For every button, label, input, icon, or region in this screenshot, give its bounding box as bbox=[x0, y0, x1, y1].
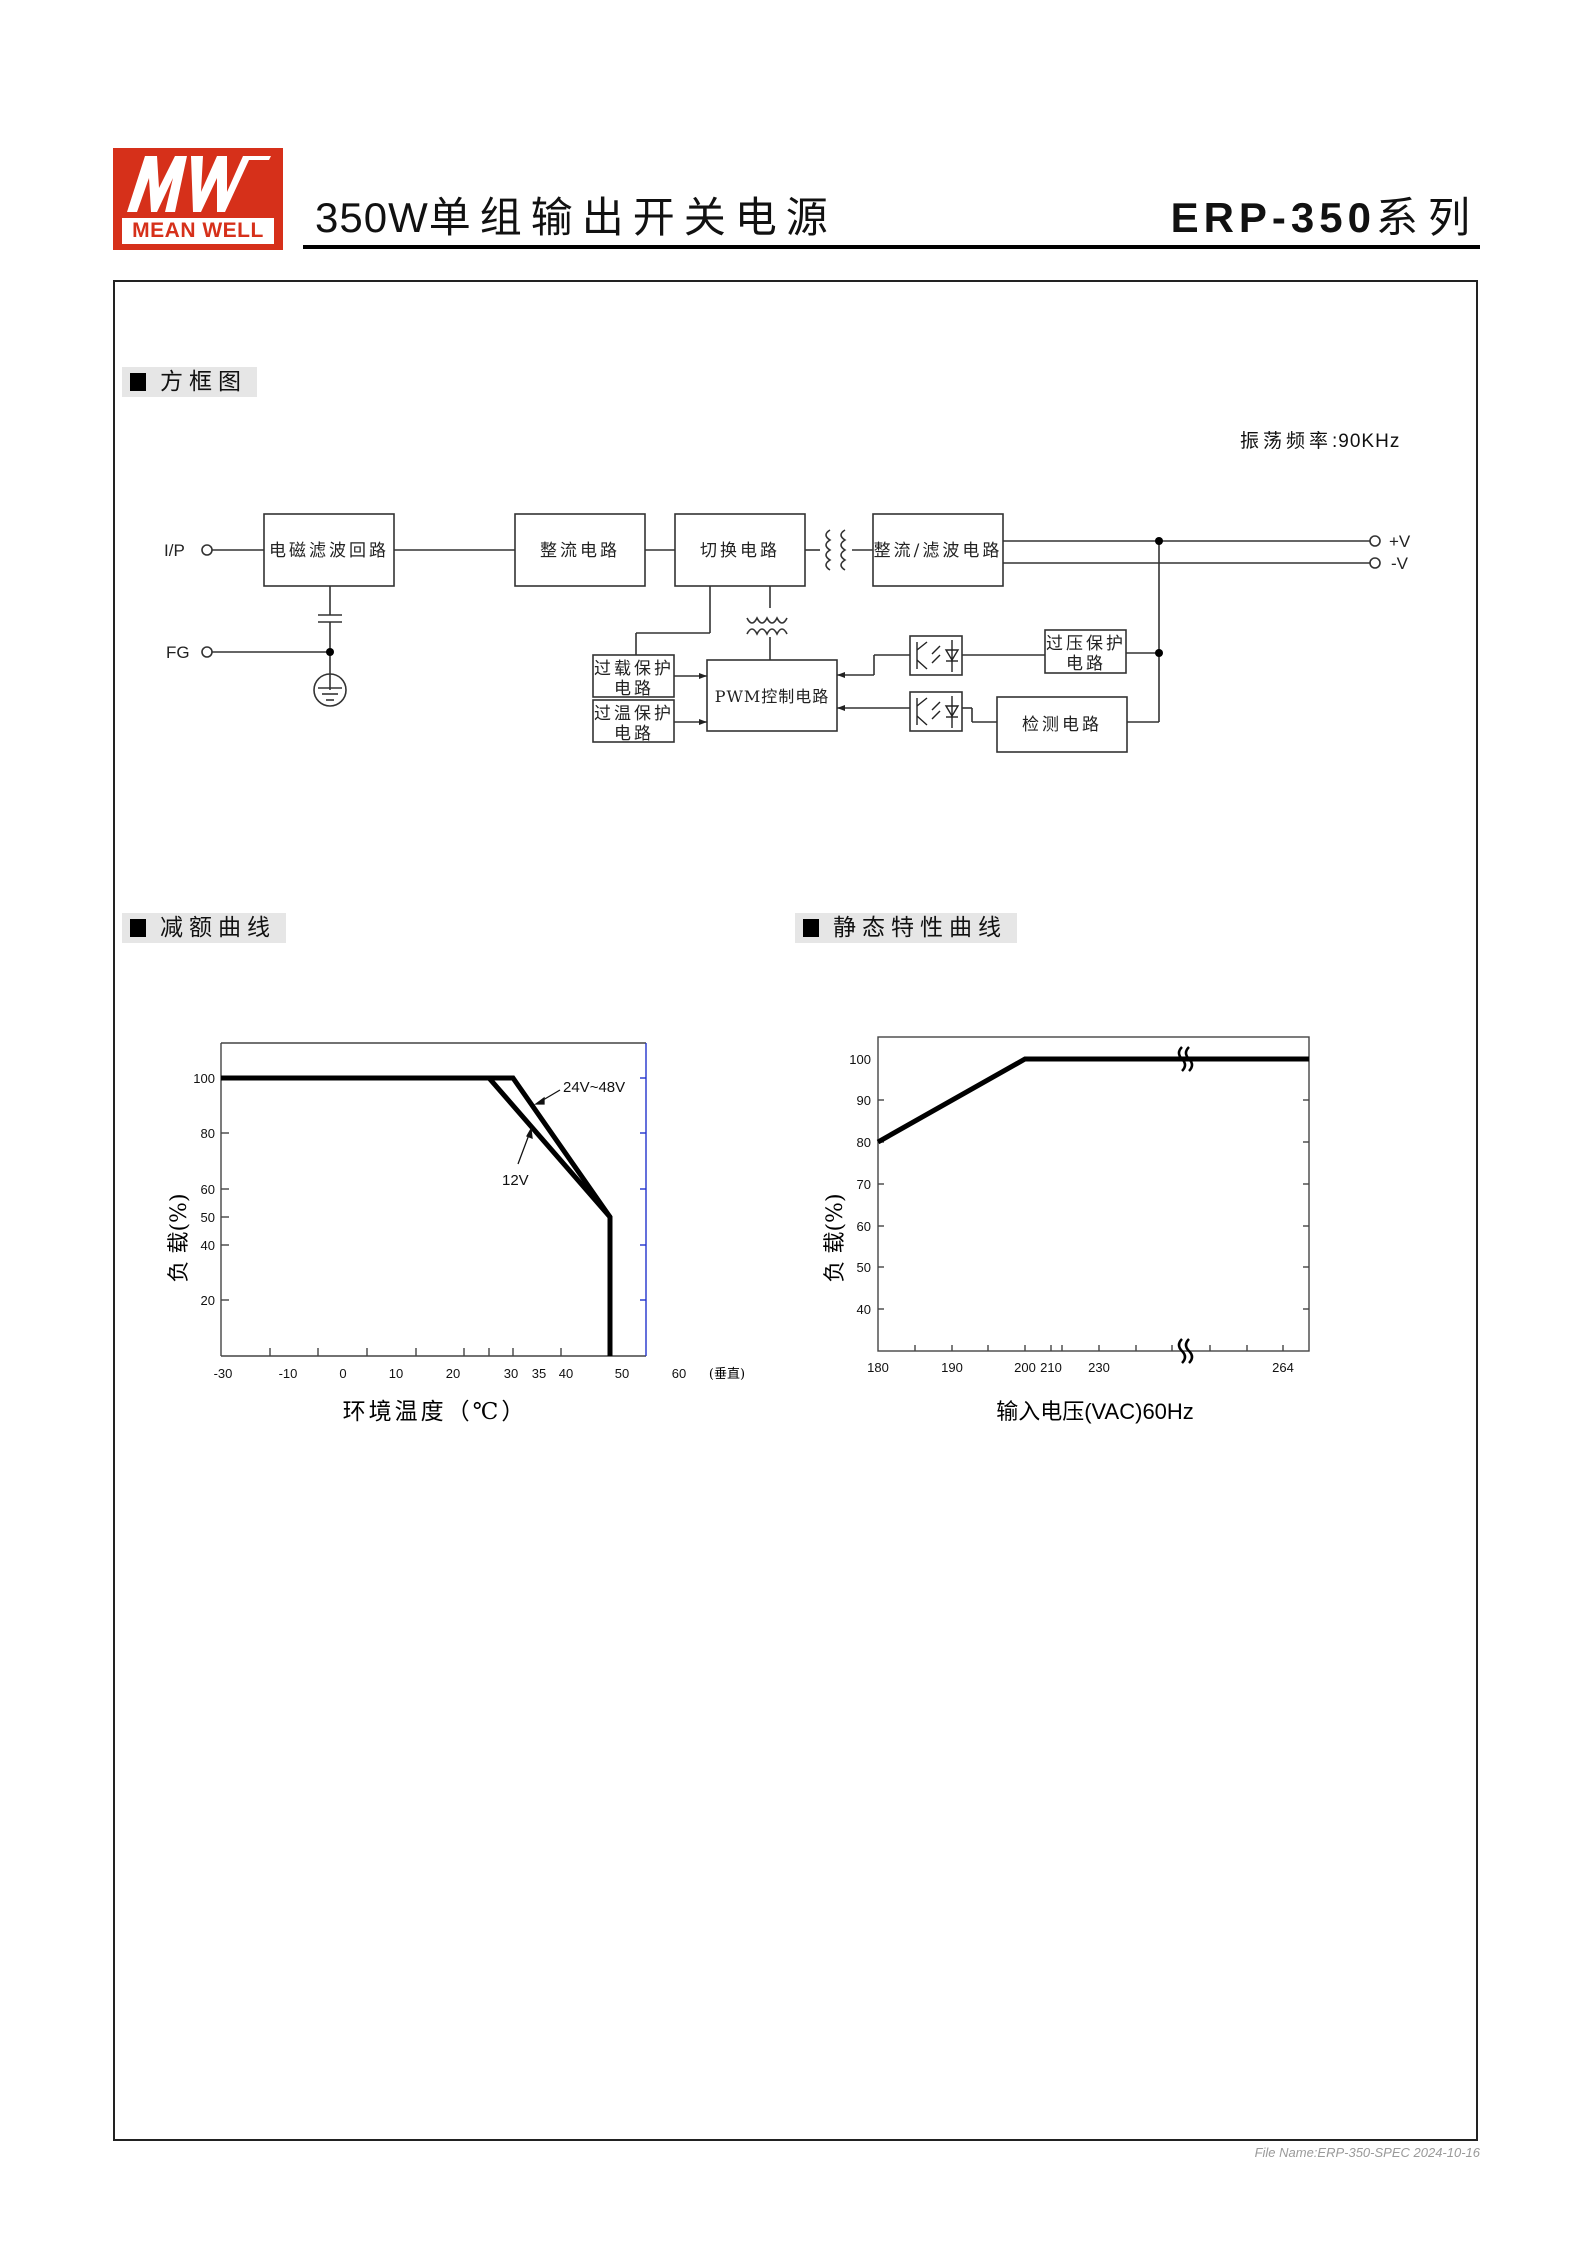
series-load-vs-input bbox=[876, 1056, 1309, 1145]
x-tick: 230 bbox=[1088, 1360, 1110, 1375]
frequency-label: 振荡频率 bbox=[1240, 430, 1333, 452]
y-tick: 100 bbox=[193, 1071, 215, 1086]
rect-filter-block: 整流/滤波电路 bbox=[874, 541, 1003, 561]
x-tick: 30 bbox=[504, 1366, 518, 1381]
model-name: ERP-350 bbox=[1170, 194, 1376, 241]
series-title: ERP-350系列 bbox=[1171, 193, 1480, 243]
section-static-characteristics: 静态特性曲线 bbox=[795, 913, 1017, 943]
x-tick: 264 bbox=[1272, 1360, 1294, 1375]
x-tick: 35 bbox=[532, 1366, 546, 1381]
y-tick: 40 bbox=[857, 1302, 871, 1317]
y-tick: 20 bbox=[201, 1293, 215, 1308]
title-power: 350W bbox=[315, 194, 429, 241]
x-tick: 60 bbox=[672, 1366, 686, 1381]
x-axis-note: (垂直) bbox=[709, 1367, 745, 1382]
detection-block: 检测电路 bbox=[1022, 715, 1102, 735]
footer-file-name: File Name:ERP-350-SPEC 2024-10-16 bbox=[1254, 2145, 1480, 2160]
series-12v bbox=[221, 1075, 612, 1219]
x-tick: -10 bbox=[279, 1366, 298, 1381]
header-rule bbox=[303, 245, 1480, 249]
x-tick: -30 bbox=[214, 1366, 233, 1381]
y-tick: 40 bbox=[201, 1238, 215, 1253]
y-tick: 80 bbox=[201, 1126, 215, 1141]
x-tick: 200 bbox=[1014, 1360, 1036, 1375]
page-title: 350W单组输出开关电源 bbox=[315, 193, 837, 243]
y-tick: 100 bbox=[849, 1052, 871, 1067]
ovp-block-line2: 电路 bbox=[1066, 654, 1106, 674]
y-tick: 60 bbox=[857, 1219, 871, 1234]
static-characteristics-chart: 100 90 80 70 60 50 40 180 190 200 210 23… bbox=[823, 1036, 1310, 1424]
y-tick: 60 bbox=[201, 1182, 215, 1197]
derating-chart: 24V~48V 12V 100 80 60 50 40 20 -30 -10 0… bbox=[167, 1042, 745, 1425]
series-label-12v: 12V bbox=[502, 1172, 529, 1189]
rectifier-block: 整流电路 bbox=[540, 541, 620, 561]
x-tick: 210 bbox=[1040, 1360, 1062, 1375]
series-label-24v-48v: 24V~48V bbox=[563, 1079, 625, 1096]
y-tick: 70 bbox=[857, 1177, 871, 1192]
emi-filter-block: 电磁滤波回路 bbox=[269, 541, 389, 561]
bullet-square-icon bbox=[803, 919, 819, 937]
terminal-fg-label: FG bbox=[166, 643, 190, 662]
optocoupler-icon bbox=[916, 696, 960, 728]
series-24v-48v bbox=[221, 1075, 613, 1356]
axis-break-icon bbox=[1177, 1046, 1194, 1364]
title-description: 单组输出开关电源 bbox=[428, 193, 837, 242]
x-tick: 0 bbox=[339, 1366, 346, 1381]
terminal-neg-label: -V bbox=[1391, 554, 1409, 573]
x-tick: 190 bbox=[941, 1360, 963, 1375]
y-axis-label: 负 载(%) bbox=[167, 1193, 192, 1282]
section-title: 减额曲线 bbox=[160, 915, 276, 941]
y-tick: 80 bbox=[857, 1135, 871, 1150]
y-tick: 50 bbox=[201, 1210, 215, 1225]
ovp-block-line1: 过压保护 bbox=[1046, 634, 1126, 654]
olp-block-line2: 电路 bbox=[614, 679, 654, 699]
frequency-value: :90KHz bbox=[1332, 431, 1401, 452]
logo-brand-text: MEAN WELL bbox=[122, 218, 274, 244]
content-frame bbox=[113, 280, 1478, 2141]
terminal-input-label: I/P bbox=[164, 541, 185, 560]
mw-logo-icon bbox=[127, 156, 271, 212]
optocoupler-icon bbox=[916, 640, 960, 672]
terminal-pos-label: +V bbox=[1389, 532, 1411, 551]
bullet-square-icon bbox=[130, 919, 146, 937]
y-axis-label: 负 载(%) bbox=[823, 1193, 848, 1282]
section-block-diagram: 方框图 bbox=[122, 367, 257, 397]
mean-well-logo: MEAN WELL bbox=[113, 148, 283, 250]
x-tick: 10 bbox=[389, 1366, 403, 1381]
y-tick: 90 bbox=[857, 1093, 871, 1108]
oscillation-frequency: 振荡频率:90KHz bbox=[1240, 426, 1400, 453]
x-axis-label: 环境温度（℃） bbox=[343, 1399, 528, 1425]
section-derating-curve: 减额曲线 bbox=[122, 913, 286, 943]
otp-block-line1: 过温保护 bbox=[594, 704, 674, 724]
y-tick: 50 bbox=[857, 1260, 871, 1275]
block-diagram: I/P FG +V -V 电磁滤波回路 整流电路 切换电路 整流/滤波电路 PW… bbox=[164, 513, 1411, 753]
x-tick: 50 bbox=[615, 1366, 629, 1381]
x-tick: 180 bbox=[867, 1360, 889, 1375]
x-axis-label: 输入电压(VAC)60Hz bbox=[996, 1399, 1194, 1424]
switching-block: 切换电路 bbox=[700, 541, 780, 561]
otp-block-line2: 电路 bbox=[614, 724, 654, 744]
bullet-square-icon bbox=[130, 373, 146, 391]
olp-block-line1: 过载保护 bbox=[594, 659, 674, 679]
pwm-control-block: PWM控制电路 bbox=[715, 687, 830, 706]
section-title: 静态特性曲线 bbox=[833, 915, 1007, 941]
x-tick: 40 bbox=[559, 1366, 573, 1381]
series-suffix: 系列 bbox=[1375, 193, 1480, 242]
section-title: 方框图 bbox=[160, 369, 247, 395]
x-tick: 20 bbox=[446, 1366, 460, 1381]
